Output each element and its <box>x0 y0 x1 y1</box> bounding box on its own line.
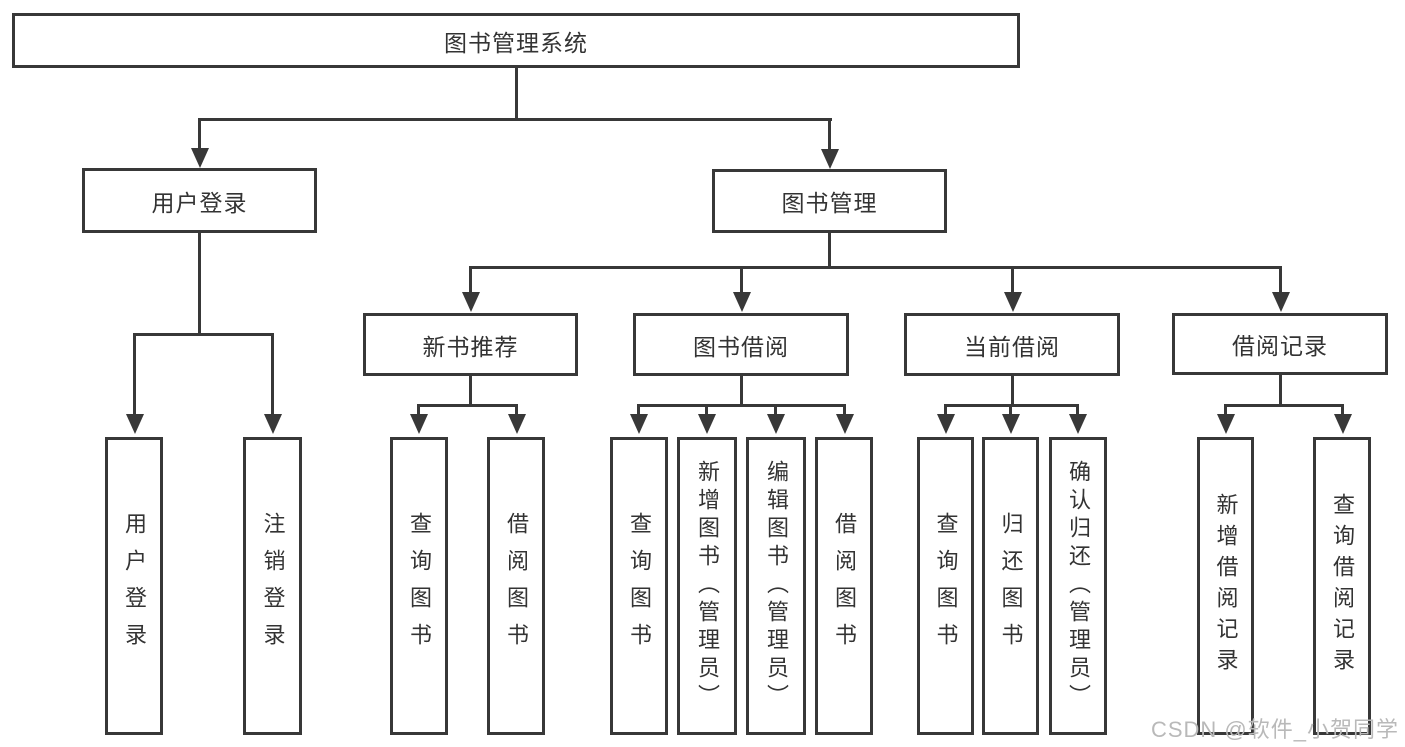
connector-line <box>774 404 777 414</box>
node-borrow-records-label: 借阅记录 <box>1232 333 1328 359</box>
node-current-borrow: 当前借阅 <box>904 313 1120 376</box>
connector-line <box>1224 404 1344 407</box>
node-book-borrow: 图书借阅 <box>633 313 849 376</box>
connector-line <box>198 118 201 150</box>
connector-line <box>515 404 518 414</box>
leaf-borrow-book-recommend: 借阅图书 <box>487 437 545 735</box>
arrow-head <box>508 414 526 434</box>
arrow-head <box>937 414 955 434</box>
leaf-logout-label: 注销登录 <box>260 512 286 660</box>
node-borrow-records: 借阅记录 <box>1172 313 1388 375</box>
arrow-head <box>1002 414 1020 434</box>
leaf-edit-book-admin-label: 编辑图书（管理员） <box>764 460 789 712</box>
arrow-head <box>836 414 854 434</box>
connector-line <box>1341 404 1344 414</box>
leaf-borrow-book-recommend-label: 借阅图书 <box>504 512 529 660</box>
leaf-return-book: 归还图书 <box>982 437 1039 735</box>
leaf-return-book-label: 归还图书 <box>998 512 1024 660</box>
leaf-add-book-admin-label: 新增图书（管理员） <box>695 460 720 712</box>
node-book-management-label: 图书管理 <box>781 190 878 216</box>
arrow-head <box>1069 414 1087 434</box>
arrow-head <box>462 292 480 312</box>
connector-line <box>469 266 472 294</box>
leaf-borrow-book-label: 借阅图书 <box>832 512 857 660</box>
node-new-book-recommend: 新书推荐 <box>363 313 578 376</box>
connector-line <box>843 404 846 414</box>
arrow-head <box>1272 292 1290 312</box>
connector-line <box>705 404 708 414</box>
connector-line <box>198 118 832 121</box>
node-book-management: 图书管理 <box>712 169 947 233</box>
node-new-book-recommend-label: 新书推荐 <box>422 333 519 360</box>
leaf-add-borrow-record-label: 新增借阅记录 <box>1213 493 1239 679</box>
node-root: 图书管理系统 <box>12 13 1020 68</box>
connector-line <box>740 266 743 294</box>
connector-line <box>637 404 640 414</box>
connector-line <box>1224 404 1227 414</box>
leaf-logout: 注销登录 <box>243 437 302 735</box>
connector-line <box>133 333 274 336</box>
arrow-head <box>821 149 839 169</box>
connector-line <box>1076 404 1079 414</box>
connector-line <box>1279 375 1282 407</box>
leaf-borrow-book: 借阅图书 <box>815 437 873 735</box>
connector-line <box>515 68 518 121</box>
node-book-borrow-label: 图书借阅 <box>693 333 789 360</box>
connector-line <box>1011 376 1014 407</box>
connector-line <box>740 376 743 407</box>
connector-line <box>417 404 518 407</box>
arrow-head <box>410 414 428 434</box>
leaf-user-login-label: 用户登录 <box>122 512 147 660</box>
arrow-head <box>698 414 716 434</box>
connector-line <box>1009 404 1012 414</box>
arrow-head <box>191 148 209 168</box>
leaf-query-book-borrow: 查询图书 <box>610 437 668 735</box>
arrow-head <box>126 414 144 434</box>
connector-line <box>1011 266 1014 294</box>
arrow-head <box>630 414 648 434</box>
arrow-head <box>767 414 785 434</box>
leaf-add-book-admin: 新增图书（管理员） <box>677 437 737 735</box>
leaf-edit-book-admin: 编辑图书（管理员） <box>746 437 806 735</box>
connector-line <box>944 404 947 414</box>
leaf-query-book-current-label: 查询图书 <box>933 512 959 660</box>
node-root-label: 图书管理系统 <box>444 29 588 56</box>
node-user-login-label: 用户登录 <box>151 189 248 216</box>
node-user-login: 用户登录 <box>82 168 317 233</box>
arrow-head <box>264 414 282 434</box>
leaf-user-login: 用户登录 <box>105 437 163 735</box>
leaf-query-borrow-record-label: 查询借阅记录 <box>1330 493 1355 679</box>
connector-line <box>133 333 136 414</box>
leaf-query-book-current: 查询图书 <box>917 437 974 735</box>
leaf-query-book-recommend-label: 查询图书 <box>407 512 432 660</box>
connector-line <box>828 118 831 151</box>
arrow-head <box>1217 414 1235 434</box>
connector-line <box>198 233 201 335</box>
leaf-confirm-return-admin-label: 确认归还（管理员） <box>1066 460 1091 712</box>
leaf-query-book-recommend: 查询图书 <box>390 437 448 735</box>
connector-line <box>1279 266 1282 294</box>
connector-line <box>637 404 846 407</box>
connector-line <box>469 266 1282 269</box>
connector-line <box>469 376 472 407</box>
leaf-confirm-return-admin: 确认归还（管理员） <box>1049 437 1107 735</box>
leaf-add-borrow-record: 新增借阅记录 <box>1197 437 1254 735</box>
connector-line <box>417 404 420 414</box>
connector-line <box>271 333 274 414</box>
leaf-query-book-borrow-label: 查询图书 <box>627 512 652 660</box>
leaf-query-borrow-record: 查询借阅记录 <box>1313 437 1371 735</box>
arrow-head <box>733 292 751 312</box>
node-current-borrow-label: 当前借阅 <box>964 333 1060 360</box>
connector-line <box>828 233 831 269</box>
arrow-head <box>1334 414 1352 434</box>
arrow-head <box>1004 292 1022 312</box>
csdn-watermark: CSDN @软件_小贺同学 <box>1150 717 1399 742</box>
